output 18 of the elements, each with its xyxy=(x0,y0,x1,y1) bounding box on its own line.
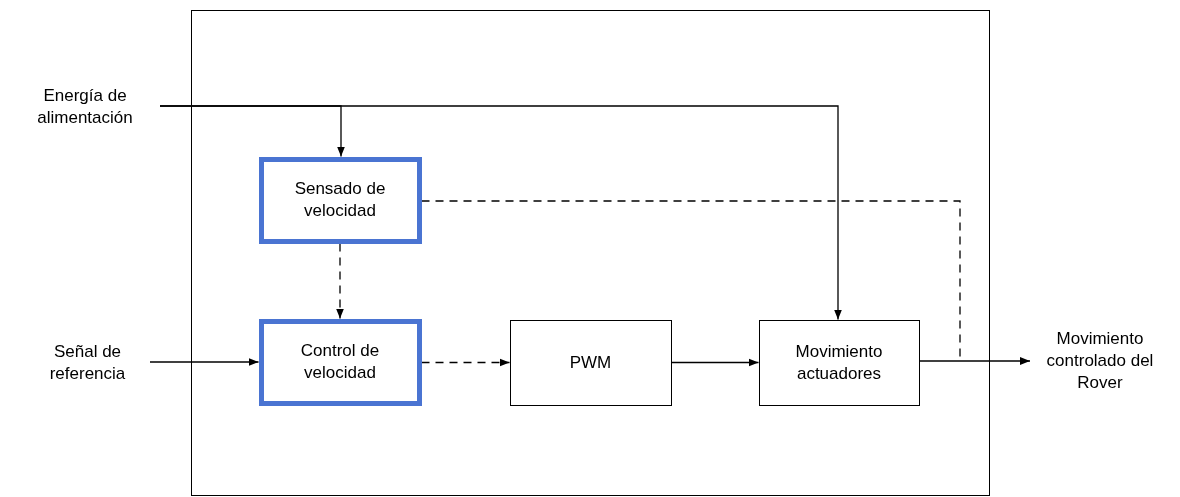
arrow xyxy=(336,242,344,320)
arrow xyxy=(149,358,260,366)
process-box xyxy=(258,156,422,244)
arrow xyxy=(918,357,1031,365)
input-label: Señal de referencia xyxy=(48,341,127,385)
arrow xyxy=(159,105,842,321)
process-box xyxy=(758,319,920,406)
output-label: Movimiento controlado del Rover xyxy=(1045,328,1155,394)
box-label: Control de velocidad xyxy=(299,340,381,384)
arrow xyxy=(420,358,511,367)
input-label: Energía de alimentación xyxy=(36,85,134,129)
process-box xyxy=(258,318,422,406)
process-box xyxy=(509,319,672,406)
system-boundary-box xyxy=(191,10,990,496)
box-label: Movimiento actuadores xyxy=(794,340,884,385)
box-label: Sensado de velocidad xyxy=(293,178,387,222)
arrow xyxy=(670,358,760,367)
box-label: PWM xyxy=(569,351,612,374)
